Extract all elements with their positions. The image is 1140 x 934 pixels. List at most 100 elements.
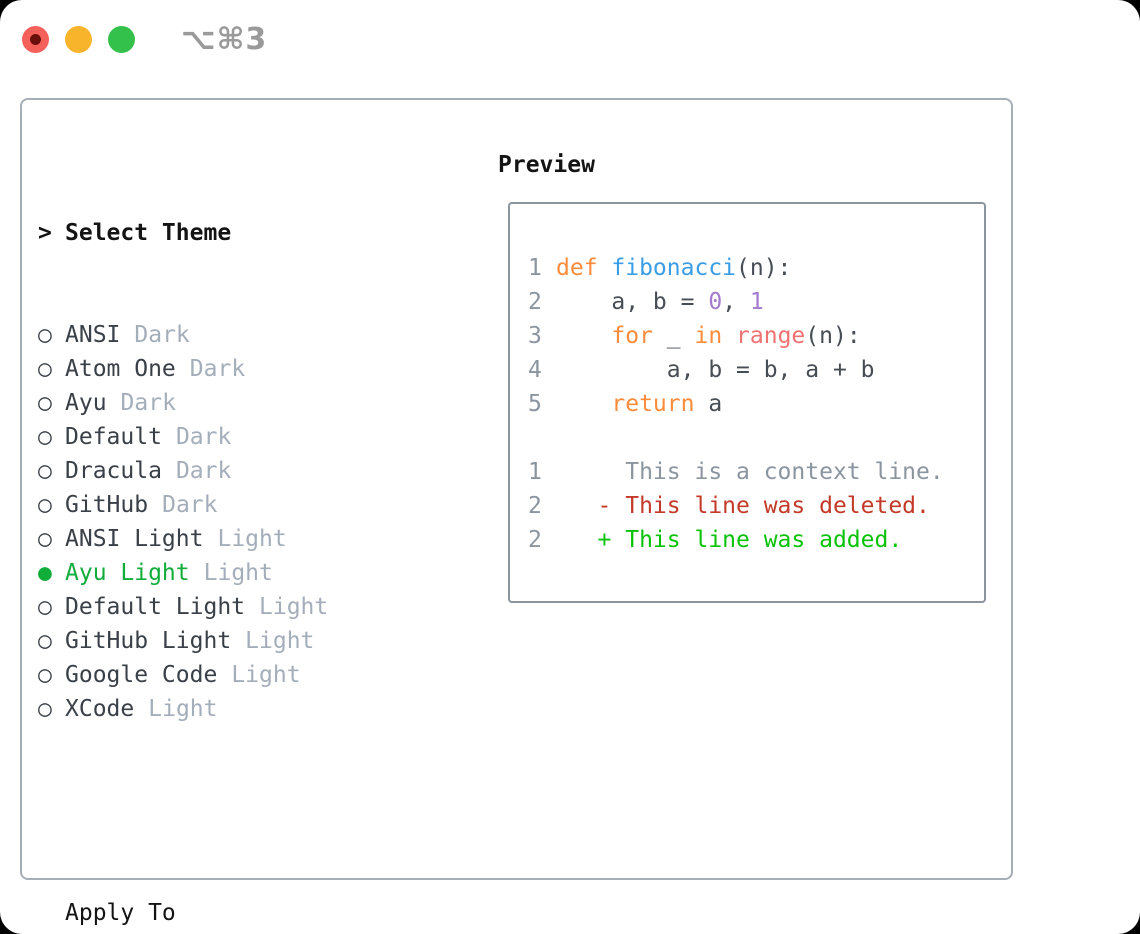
code-segment: return [611,391,695,417]
code-segment: (n): [805,323,861,349]
radio-unselected-icon: ○ [38,458,52,484]
theme-name: GitHub [65,492,149,518]
code-line: 4 a, b = b, a + b [528,353,944,387]
window-title: ⌥⌘3 [181,22,268,57]
theme-variant-tag: Light [245,628,315,654]
radio-unselected-icon: ○ [38,696,52,722]
theme-option[interactable]: ○ GitHub Light Light [38,624,426,658]
theme-option[interactable]: ○ Dracula Dark [38,454,426,488]
spacer [38,794,426,828]
line-number: 1 [528,459,542,485]
theme-variant-tag: Dark [162,492,218,518]
theme-name: Default Light [65,594,246,620]
code-segment: a, b = b, a + b [556,357,875,383]
theme-variant-tag: Light [231,662,301,688]
code-segment: - This line was deleted. [556,493,930,519]
radio-unselected-icon: ○ [38,492,52,518]
theme-option[interactable]: ○ GitHub Dark [38,488,426,522]
radio-unselected-icon: ○ [38,594,52,620]
theme-variant-tag: Dark [189,356,246,382]
theme-variant-tag: Dark [175,424,232,450]
theme-variant-tag: Light [217,526,287,552]
line-number: 2 [528,493,542,519]
theme-name: ANSI Light [65,526,204,552]
theme-option[interactable]: ○ Default Light Light [38,590,426,624]
code-segment: a [694,391,723,417]
minimize-button[interactable] [65,26,92,53]
theme-option[interactable]: ○ Ayu Dark [38,386,426,420]
radio-selected-icon: ● [38,560,52,586]
code-line: 3 for _ in range(n): [528,319,944,353]
select-theme-label: Select Theme [65,220,232,246]
theme-variant-tag: Light [203,560,273,586]
code-segment [722,323,736,349]
theme-name: Ayu [65,390,107,416]
indent [38,896,65,930]
radio-unselected-icon: ○ [38,356,52,382]
apply-to-header: Apply To [38,896,426,930]
titlebar: ⌥⌘3 [22,22,267,57]
theme-name: Dracula [65,458,162,484]
code-line [528,421,944,455]
theme-variant-tag: Dark [120,390,176,416]
theme-option[interactable]: ● Ayu Light Light [38,556,426,590]
theme-option[interactable]: ○ Atom One Dark [38,352,426,386]
code-segment: 1 [749,289,764,315]
code-line: 2 - This line was deleted. [528,489,944,523]
theme-option[interactable]: ○ Default Dark [38,420,426,454]
code-line: 5 return a [528,387,944,421]
theme-option[interactable]: ○ Google Code Light [38,658,426,692]
line-number: 2 [528,289,542,315]
radio-unselected-icon: ○ [38,424,52,450]
preview-label: Preview [498,152,595,178]
select-theme-header: > Select Theme [38,216,426,250]
code-segment: 0 [708,289,723,315]
code-segment: _ [652,323,695,349]
theme-variant-tag: Dark [175,458,232,484]
radio-unselected-icon: ○ [38,662,52,688]
code-segment: def [556,255,612,281]
code-segment: , [722,289,750,315]
code-segment: (n): [736,255,792,281]
code-segment: This is a context line. [556,459,944,485]
line-number: 3 [528,323,542,349]
theme-name: GitHub Light [65,628,232,654]
theme-name: Default [65,424,162,450]
code-line: 2 a, b = 0, 1 [528,285,944,319]
close-button[interactable] [22,26,49,53]
unsaved-dot-icon [30,34,41,45]
theme-variant-tag: Light [148,696,218,722]
code-segment: fibonacci [611,255,737,281]
radio-unselected-icon: ○ [38,390,52,416]
theme-variant-tag: Light [259,594,329,620]
zoom-button[interactable] [108,26,135,53]
code-line: 1 This is a context line. [528,455,944,489]
theme-name: ANSI [65,322,121,348]
prompt-icon: > [38,220,52,246]
code-segment: for [611,323,653,349]
theme-name: Google Code [65,662,218,688]
radio-unselected-icon: ○ [38,322,52,348]
code-line: 2 + This line was added. [528,523,944,557]
radio-unselected-icon: ○ [38,628,52,654]
code-segment: in [694,323,723,349]
line-number: 2 [528,527,542,553]
code-segment: range [736,323,806,349]
theme-name: Atom One [65,356,176,382]
line-number: 4 [528,357,542,383]
theme-name: Ayu Light [65,560,190,586]
code-segment [556,323,611,349]
code-line: 1 def fibonacci(n): [528,251,944,285]
line-number: 1 [528,255,542,281]
code-segment [556,391,611,417]
line-number: 5 [528,391,542,417]
